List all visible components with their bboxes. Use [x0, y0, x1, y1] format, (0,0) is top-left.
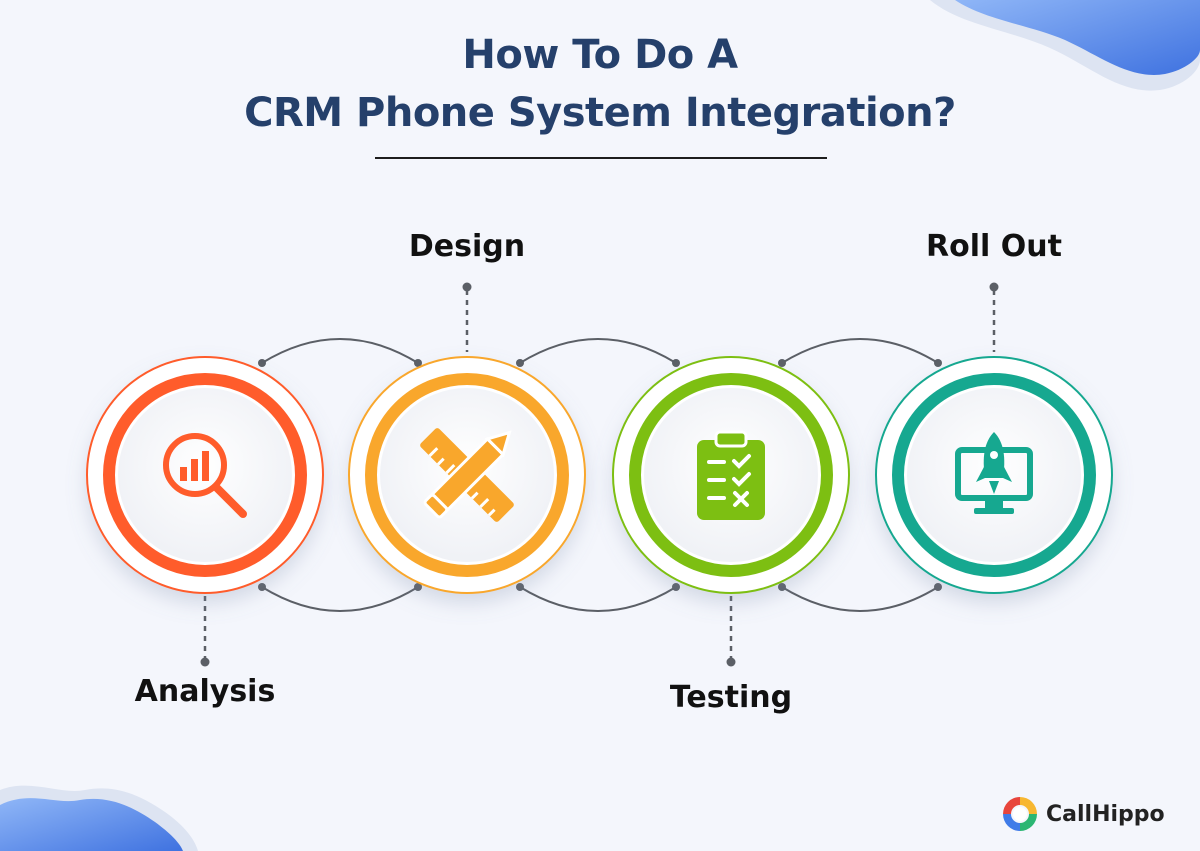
- leader-dots: [200, 282, 999, 667]
- step-rollout: [875, 356, 1113, 594]
- arc-end-dots: [258, 359, 942, 591]
- arc-top-3: [781, 338, 939, 364]
- step-analysis: [86, 356, 324, 594]
- monitor-rocket-icon: [955, 432, 1033, 514]
- title-underline: [375, 157, 827, 159]
- pencil-ruler-icon: [420, 428, 514, 522]
- clipboard-checklist-icon: [697, 430, 765, 520]
- step-design: [348, 356, 586, 594]
- step-label-analysis: Analysis: [134, 674, 276, 709]
- step-testing: [612, 356, 850, 594]
- arc-bottom-2: [519, 586, 677, 612]
- title-line-1: How To Do A: [462, 32, 738, 78]
- arc-bottom-1: [261, 586, 419, 612]
- brand: CallHippo: [1000, 794, 1165, 834]
- callhippo-logo: [1003, 797, 1037, 831]
- leader-lines: [203, 290, 996, 660]
- title-line-2: CRM Phone System Integration?: [244, 90, 956, 136]
- page-title: How To Do A CRM Phone System Integration…: [0, 26, 1200, 142]
- magnifier-bar-chart-icon: [163, 433, 247, 518]
- step-label-design: Design: [408, 229, 526, 264]
- connector-arcs: [261, 338, 939, 612]
- step-label-rollout: Roll Out: [926, 229, 1062, 264]
- top-right-blob: [930, 0, 1200, 91]
- bottom-left-blob: [0, 785, 198, 851]
- arc-top-1: [261, 338, 419, 364]
- arc-top-2: [519, 338, 677, 364]
- step-label-testing: Testing: [669, 680, 793, 715]
- brand-name: CallHippo: [1046, 801, 1165, 827]
- arc-bottom-3: [781, 586, 939, 612]
